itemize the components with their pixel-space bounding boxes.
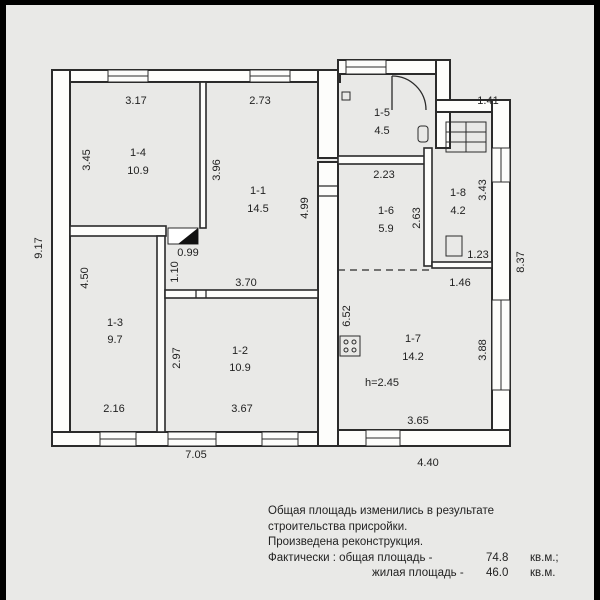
dim-2-73: 2.73 <box>249 95 270 107</box>
dim-3-43: 3.43 <box>477 179 489 200</box>
interior-walls <box>69 81 493 433</box>
room-1-3-area: 9.7 <box>107 334 122 346</box>
dim-6-52: 6.52 <box>341 305 353 326</box>
room-1-6-area: 5.9 <box>378 223 393 235</box>
note-line-2: строительства присройки. <box>268 520 408 533</box>
dim-4-40: 4.40 <box>417 457 438 469</box>
dim-4-50: 4.50 <box>79 267 91 288</box>
note-total-area-row: Фактически : общая площадь - 74.8 кв.м.; <box>268 551 588 567</box>
dim-3-88: 3.88 <box>477 339 489 360</box>
living-area-value: 46.0 <box>486 567 509 579</box>
room-1-8-id: 1-8 <box>450 187 466 199</box>
dim-3-96: 3.96 <box>211 159 223 180</box>
room-1-1-id: 1-1 <box>250 185 266 197</box>
dim-2-63: 2.63 <box>411 207 423 228</box>
dim-2-23: 2.23 <box>373 169 394 181</box>
room-labels: 1-4 10.9 1-1 14.5 1-3 9.7 1-2 10.9 1-5 4… <box>107 107 466 389</box>
room-1-1-area: 14.5 <box>247 203 268 215</box>
dim-1-46: 1.46 <box>449 277 470 289</box>
dim-3-67: 3.67 <box>231 403 252 415</box>
note-line-1: Общая площадь изменились в результате <box>268 505 494 517</box>
total-area-unit: кв.м.; <box>530 551 559 564</box>
note-line-3: Произведена реконструкция. <box>268 536 424 548</box>
room-1-4-id: 1-4 <box>130 147 146 159</box>
room-1-8-area: 4.2 <box>450 205 465 217</box>
total-area-value: 74.8 <box>486 551 509 564</box>
room-1-6-id: 1-6 <box>378 205 394 217</box>
dim-4-99: 4.99 <box>299 197 311 218</box>
room-1-2-area: 10.9 <box>229 362 250 374</box>
ceiling-height: h=2.45 <box>365 377 399 389</box>
room-1-2-id: 1-2 <box>232 345 248 357</box>
living-area-unit: кв.м. <box>530 567 556 579</box>
dim-1-10: 1.10 <box>169 261 181 282</box>
dim-1-23: 1.23 <box>467 249 488 261</box>
fixtures <box>167 75 487 357</box>
dimension-labels: 3.17 2.73 1.41 2.23 0.99 1.23 3.70 1.46 … <box>33 95 527 469</box>
total-area-label: Фактически : общая площадь - <box>268 551 433 564</box>
room-1-4-area: 10.9 <box>127 165 148 177</box>
dim-3-70: 3.70 <box>235 277 256 289</box>
note-living-area-row: жилая площадь - 46.0 кв.м. <box>268 566 588 582</box>
area-note: Общая площадь изменились в результате ст… <box>268 504 588 582</box>
living-area-label: жилая площадь - <box>372 567 464 579</box>
dim-2-97: 2.97 <box>171 347 183 368</box>
room-1-3-id: 1-3 <box>107 317 123 329</box>
dim-3-17: 3.17 <box>125 95 146 107</box>
dim-3-45: 3.45 <box>81 149 93 170</box>
dim-3-65: 3.65 <box>407 415 428 427</box>
dim-1-41: 1.41 <box>477 95 498 107</box>
room-1-5-area: 4.5 <box>374 125 389 137</box>
room-1-7-area: 14.2 <box>402 351 423 363</box>
dim-2-16: 2.16 <box>103 403 124 415</box>
exterior-walls <box>51 59 511 447</box>
windows <box>99 59 511 447</box>
dim-7-05: 7.05 <box>185 449 206 461</box>
room-1-5-id: 1-5 <box>374 107 390 119</box>
room-1-7-id: 1-7 <box>405 333 421 345</box>
dim-9-17: 9.17 <box>33 237 45 258</box>
dim-0-99: 0.99 <box>177 247 198 259</box>
dim-8-37: 8.37 <box>515 251 527 272</box>
